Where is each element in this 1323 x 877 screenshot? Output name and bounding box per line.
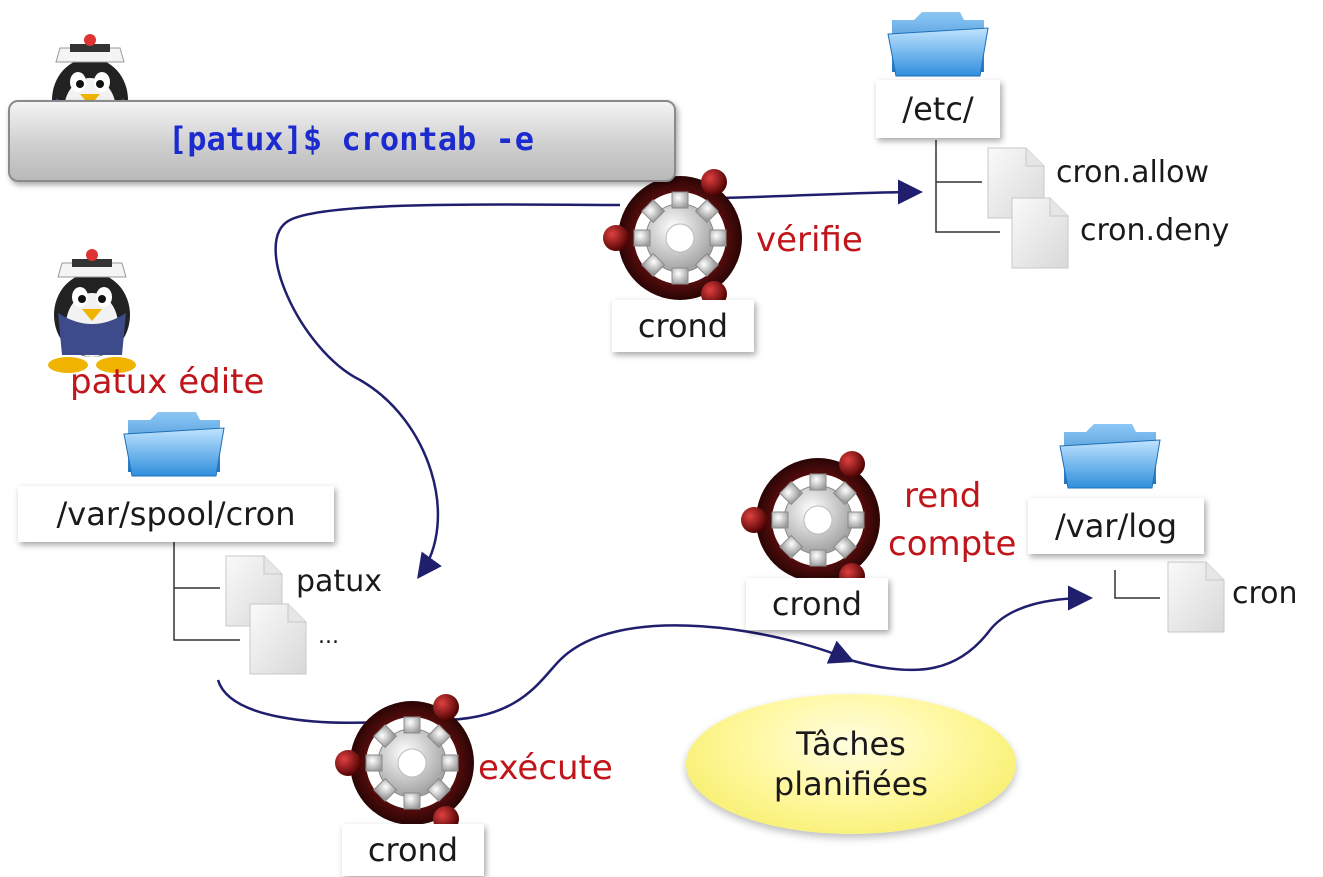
file-icon [249,603,307,675]
action-verifies: vérifie [756,220,863,260]
action-executes: exécute [478,748,613,788]
action-reports-line1: rend [904,476,982,516]
arrow-to-spool [274,203,621,580]
file-ellipsis: ... [318,624,339,649]
terminal-bar [8,100,676,182]
file-icon [1011,197,1069,269]
scheduled-tasks-bubble: Tâches planifiées [686,694,1016,834]
arrow-spool-to-exec [216,679,379,724]
file-icon [1167,561,1225,633]
crond-verify-label: crond [612,300,754,352]
arrow-to-etc [719,179,923,205]
folder-icon [887,11,989,77]
arrow-to-log [849,585,1093,672]
file-cron-deny: cron.deny [1080,213,1230,248]
file-cron-allow: cron.allow [1056,155,1210,190]
bubble-line-2: planifiées [773,765,929,803]
crond-exec-label: crond [342,824,484,876]
etc-tree-lines [935,140,1000,233]
crond-report-label: crond [746,578,888,630]
file-patux: patux [296,564,382,599]
dir-var-spool-cron: /var/spool/cron [18,486,334,542]
gear-icon [740,450,881,590]
folder-icon [123,411,225,477]
gear-icon [334,693,475,833]
dir-var-log: /var/log [1028,498,1204,554]
tux-sailor-icon [47,248,137,374]
spool-tree-lines [173,542,240,641]
folder-icon [1059,423,1161,489]
action-reports-line2: compte [888,524,1017,564]
dir-etc: /etc/ [876,80,1000,138]
gear-icon [602,168,743,308]
action-patux-edits: patux édite [70,362,265,402]
file-cron-log: cron [1232,576,1298,611]
terminal-command: [patux]$ crontab -e [168,120,535,158]
log-tree-lines [1114,570,1160,599]
bubble-line-1: Tâches [796,725,906,763]
arrow-exec-onward [439,624,855,722]
